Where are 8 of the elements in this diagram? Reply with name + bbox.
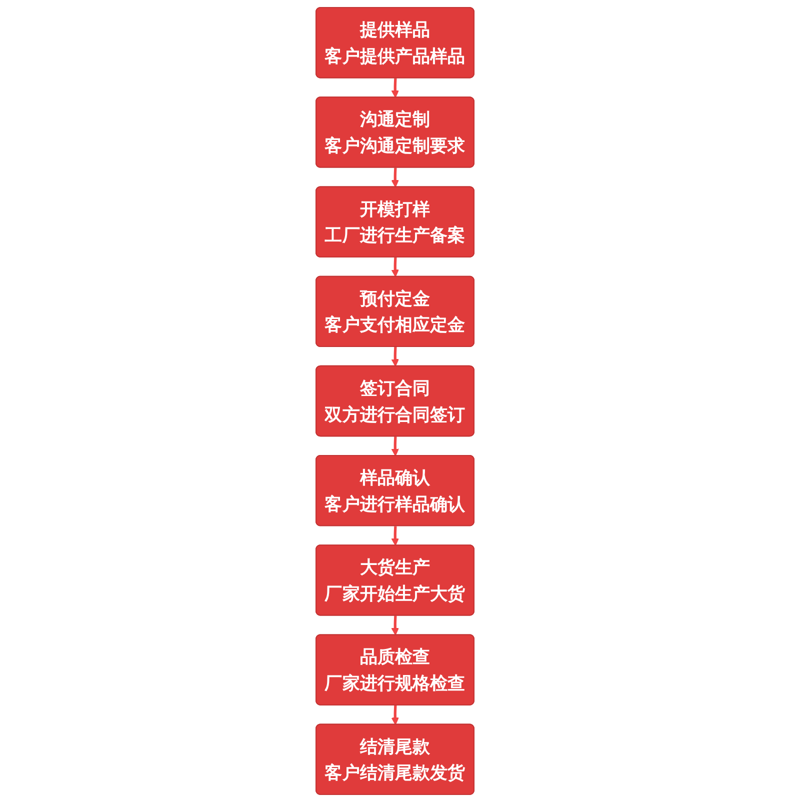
arrow (391, 257, 399, 278)
arrow (391, 526, 399, 546)
arrow (391, 346, 399, 367)
arrow (391, 705, 399, 725)
arrow (391, 78, 399, 98)
arrow (391, 616, 399, 636)
arrow (391, 168, 399, 188)
arrow (391, 436, 399, 456)
